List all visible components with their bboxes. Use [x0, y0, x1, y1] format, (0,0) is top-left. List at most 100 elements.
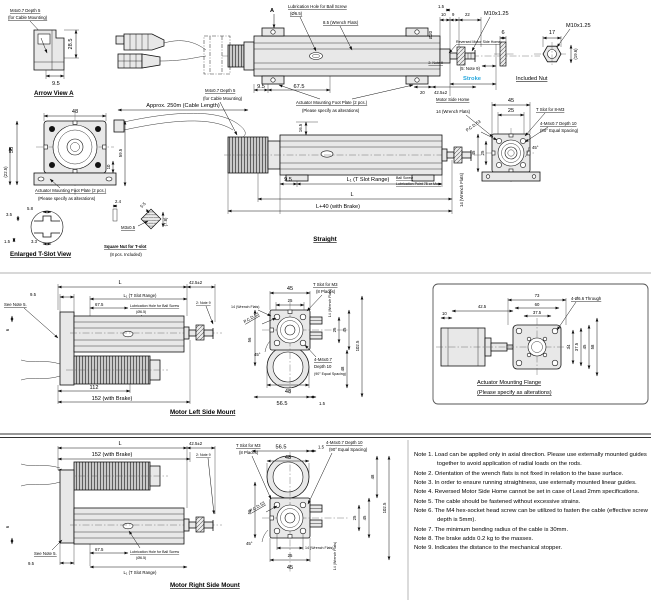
dim-25v-leftend: 25 [332, 327, 337, 332]
dim-152-right: 152 (with Brake) [92, 452, 133, 458]
dim-l-side: L [350, 192, 353, 198]
note2-marker-right: 2: Note 9 [196, 453, 211, 457]
left-mount-title: Motor Left Side Mount [170, 409, 235, 416]
dim-102-5-leftend: 102.5 [355, 340, 360, 351]
front-view: 48 58 (22.5) 10 59.5 Actuator Mounting F… [3, 109, 127, 201]
tap-left-line1: 4-M4x0.7 [314, 357, 333, 362]
dim-l-left: L [118, 280, 121, 286]
wrench-h-leftend: 14 (Wrench Flats) [231, 305, 260, 309]
dim-16-5-side: 16.5 [298, 123, 303, 132]
dim-9: 9 [452, 12, 455, 17]
dim-42-5-left: 42.5±2 [189, 280, 203, 285]
tslot-m3-left-line2: (8 Places) [316, 289, 336, 294]
dim-6-left: 6 [5, 328, 10, 331]
dim-1-5-tslot: 1.5 [4, 239, 11, 244]
motor-tap-label-line1: M4x0.7 Depth 5 [205, 88, 236, 93]
dim-67-5-left: 67.5 [95, 302, 104, 307]
note-6: Note 6. The M4 hex-socket head screw can… [414, 507, 648, 524]
lube-label-left-line1: Lubrication Hole for Ball Screw [130, 304, 180, 308]
tap-left-line3: (90° Equal Spacing) [314, 372, 346, 376]
lube-label-right-line1: Lubrication Hole for Ball Screw [130, 550, 180, 554]
dim-45v-rightend: 45 [362, 515, 367, 520]
dim-48v-leftend: 48 [340, 366, 345, 371]
dim-9-5-right: 9.5 [28, 561, 35, 566]
dim-42-5-flange: 42.5 [478, 304, 487, 309]
dim-9-5: 9.5 [52, 81, 60, 87]
dim-56-5-leftend: 56.5 [277, 401, 288, 407]
deg45-leftend: 45° [254, 352, 261, 357]
dim-37-5b-flange: 37.5 [574, 342, 579, 351]
dim-l-right: L [118, 441, 121, 447]
square-nut-title-line1: Square Nut for T-slot [104, 244, 147, 249]
dim-9-5-left: 9.5 [30, 292, 37, 297]
note-5: Note 5. The cable should be fastened wit… [414, 498, 581, 505]
dim-dia20: Ø20 [428, 30, 433, 39]
wrench-flats-label: 8.5 (Wrench Flats) [323, 20, 359, 25]
dim-48v-rightend: 48 [370, 474, 375, 479]
dim-48-front: 48 [72, 109, 78, 115]
dim-56-5-rightend: 56.5 [276, 445, 287, 451]
left-mount-end-view: 45 25 T Slot for M3 (8 Places) 14 (Wrenc… [231, 282, 364, 407]
stroke-label: Stroke [463, 76, 482, 82]
enlarged-t-slot-view: 3.5 5.8 1.5 3.3 Enlarged T-Slot View [4, 206, 71, 258]
note-4: Note 4. Reversed Motor Side Home cannot … [414, 489, 640, 496]
dim-42-5-right: 42.5±2 [189, 441, 203, 446]
dim-45v-ends: 45 [471, 150, 476, 155]
lube-label-left-line2: (Ø6.5) [136, 310, 146, 314]
enlarged-t-slot-title: Enlarged T-Slot View [10, 251, 71, 258]
dim-73-flange: 73 [535, 293, 540, 298]
note-2: Note 2. Orientation of the wrench flats … [414, 470, 624, 477]
dim-45-rightend: 45 [287, 565, 293, 571]
note2-marker-top: 2: Note 9 [428, 61, 443, 65]
lube-label-right-line2: (Ø6.5) [136, 556, 146, 560]
note-9: Note 9. Indicates the distance to the me… [414, 545, 563, 552]
tslot-m3-right-line1: T Slot for M3 [236, 443, 261, 448]
ball-screw-note-line2: Lubrication Point 75 or More [396, 182, 441, 186]
left-mount-side-view: L 42.5±2 9.5 L₁ (T Slot Range) See Note … [4, 280, 235, 416]
tap-4m4-label-line2: (90° Equal Spacing) [540, 128, 579, 133]
sqnut-thread-label: M3x0.5 [121, 225, 136, 230]
note2-marker-left: 2: Note 9 [196, 301, 211, 305]
rod-thread-label: M10x1.25 [484, 11, 509, 17]
right-mount-side-view: L 42.5±2 152 (with Brake) 112 2: Note 9 … [5, 441, 240, 589]
tslot-m3-left-line1: T Slot for M3 [313, 282, 338, 287]
tap-left-line2: Depth 10 [314, 364, 332, 369]
dim-22: 22 [465, 12, 470, 17]
note5-marker-top: (5: Note 9) [460, 66, 481, 71]
wrench-h-rightend: 14 (Wrench Flats) [305, 546, 334, 550]
right-mount-title: Motor Right Side Mount [170, 582, 240, 589]
ball-screw-note-line1: Ball Screw [396, 176, 413, 180]
dim-102-5-rightend: 102.5 [382, 502, 387, 513]
reversed-home-label: Reversed Motor Side Home [456, 40, 500, 44]
wrench-flats-v-ends: 14 (Wrench Flats) [459, 172, 464, 207]
wrench-v-rightend: 14 (Wrench Flats) [333, 542, 337, 571]
note-8: Note 8. The brake adds 0.2 kg to the mas… [414, 535, 534, 542]
dim-22-5-front: (22.5) [3, 166, 8, 178]
dim-45-leftend: 45 [287, 286, 293, 292]
foot-plate-label-line1: Actuator Mounting Foot Plate (2 pcs.) [296, 100, 368, 105]
dim-45deg-ends: 45° [532, 145, 539, 150]
nut-thread-label: M10x1.25 [566, 23, 591, 29]
dim-2-4-sqnut: 2.4 [115, 199, 122, 204]
dim-56-leftend: 56 [247, 337, 252, 342]
arrow-view-a: M4x0.7 Depth 5 (for Cable Mounting) 28.5… [8, 8, 79, 97]
see-note5-left: See Note 5. [4, 302, 27, 307]
dim-17-nut: 17 [549, 30, 555, 36]
foot-plate-front-label-line1: Actuator Mounting Foot Plate (2 pcs.) [35, 188, 107, 193]
dim-25v-rightend: 25 [352, 515, 357, 520]
cable-assembly [115, 33, 231, 75]
tslot-m3-right-line2: (8 Places) [239, 450, 259, 455]
dim-112-left: 112 [90, 385, 99, 391]
dim-10-front: 10 [106, 164, 111, 169]
dim-152-left: 152 (with Brake) [92, 396, 133, 402]
dim-1-5-leftend: 1.5 [319, 401, 326, 406]
dim-3-5-tslot: 3.5 [6, 212, 13, 217]
dim-48-leftend: 48 [285, 389, 291, 395]
straight-side-view: Approx. 250m (Cable Length) 16.5 9.5 L₁ … [113, 103, 486, 243]
square-nut-detail: 2.4 5.5 M3x0.5 (7.8) Square Nut for T-sl… [104, 199, 168, 257]
flange-box: 10 42.5 73 60 37.5 4-Ø6.6 Through 34 37.… [432, 283, 649, 405]
dim-67-5-top: 67.5 [294, 84, 305, 90]
note-1: Note 1. Load can be applied only in axia… [414, 452, 647, 468]
lube-hole-label-line1: Lubrication Hole for Ball Screw [288, 4, 348, 9]
